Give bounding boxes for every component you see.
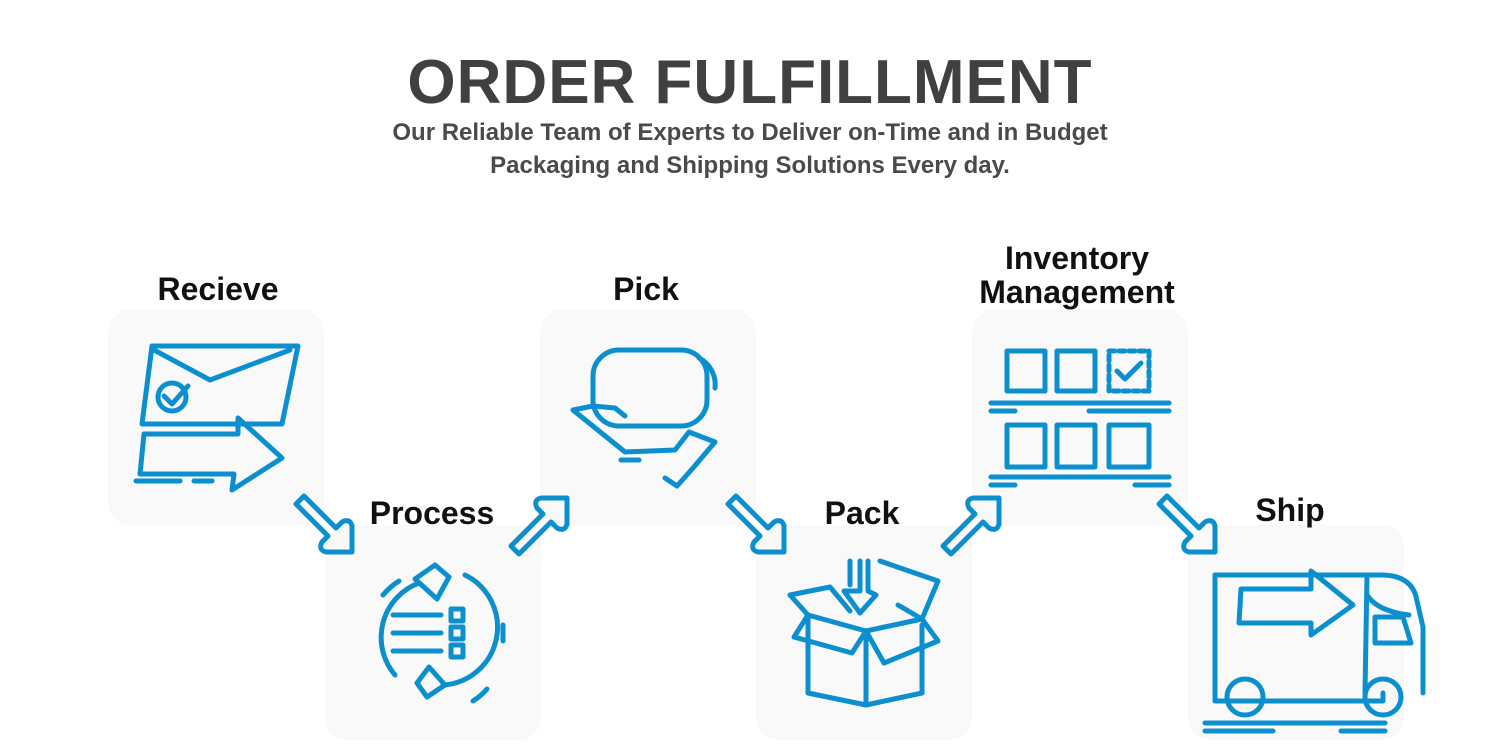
step-card-pick [540,310,756,525]
arrow-inventory-to-ship [1156,493,1218,555]
cycle-list-icon [378,562,506,704]
step-card-inventory [972,310,1188,525]
arrow-pick-to-pack [725,493,787,555]
step-label-recieve: Recieve [157,271,279,307]
subtitle-line-1: Our Reliable Team of Experts to Deliver … [392,119,1108,146]
step-label-pack: Pack [824,495,900,531]
open-box-icon [787,558,941,708]
shelf-boxes-icon [988,348,1172,488]
arrow-pack-to-inventory [940,495,1002,557]
arrow-process-to-pick [508,495,570,557]
delivery-truck-icon [1202,568,1426,734]
step-label-process: Process [369,495,495,531]
step-label-inventory: Inventory Management [979,240,1175,310]
hand-box-icon [570,347,718,489]
subtitle-line-2: Packaging and Shipping Solutions Every d… [490,152,1010,179]
page-title: ORDER FULFILLMENT [407,48,1093,117]
step-label-ship: Ship [1255,492,1325,528]
envelope-arrow-icon [133,343,301,493]
arrow-recieve-to-process [293,493,355,555]
step-label-pick: Pick [613,271,679,307]
